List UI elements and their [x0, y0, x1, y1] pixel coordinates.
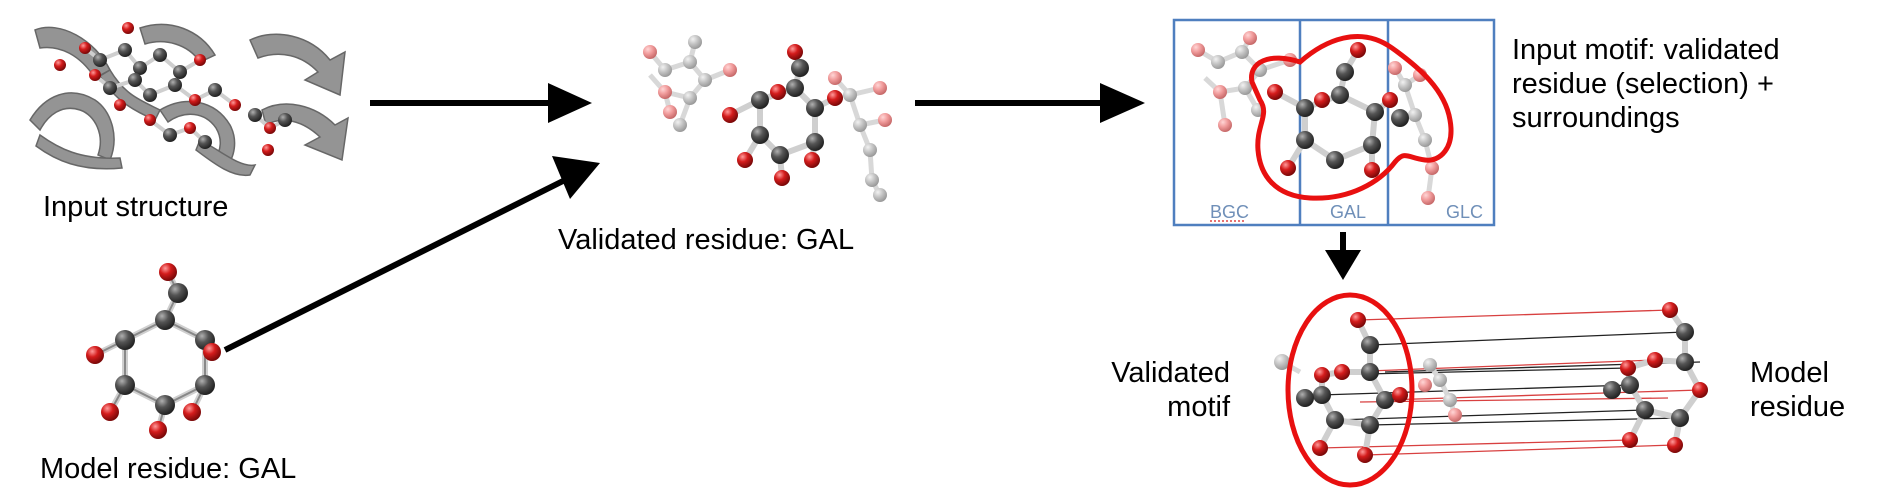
label-model-residue-right: Model residue: [1750, 356, 1845, 424]
protein-ligand-atoms: [54, 22, 292, 156]
motif-segment-bgc: BGC: [1210, 202, 1249, 222]
label-input-structure: Input structure: [43, 191, 229, 223]
model-residue-image: [86, 263, 221, 439]
label-model-residue: Model residue: GAL: [40, 453, 297, 485]
faded-neighbour-left: [648, 41, 731, 126]
label-input-motif: Input motif: validated residue (selectio…: [1512, 33, 1780, 135]
label-input-motif-line1: Input motif: validated: [1512, 34, 1780, 66]
superposition-lines: [1319, 309, 1701, 456]
arrow-motif-to-superposition: [1325, 232, 1361, 280]
selection-outline: [1249, 33, 1454, 201]
label-input-motif-line3: surroundings: [1512, 102, 1680, 134]
arrow-model-to-residue: [223, 156, 600, 353]
validated-motif-selection: [1285, 292, 1415, 488]
motif-box-frame: [1172, 18, 1496, 227]
motif-segment-glc: GLC: [1446, 202, 1483, 222]
arrow-residue-to-motif: [915, 83, 1145, 123]
label-model-residue-right-line1: Model: [1750, 357, 1829, 389]
label-validated-motif-line2: motif: [1167, 391, 1230, 423]
label-validated-motif: Validated motif: [1070, 356, 1230, 424]
label-input-motif-line2: residue (selection) +: [1512, 68, 1774, 100]
input-structure-image: [29, 22, 349, 177]
motif-segment-gal: GAL: [1330, 202, 1366, 222]
validated-residue-image: [643, 35, 892, 202]
label-model-residue-right-line2: residue: [1750, 391, 1846, 423]
protein-ribbon: [29, 23, 349, 177]
label-validated-motif-line1: Validated: [1111, 357, 1230, 389]
superposition-image: [1274, 292, 1708, 488]
arrow-structure-to-residue: [370, 83, 592, 123]
label-validated-residue: Validated residue: GAL: [558, 224, 855, 256]
arrows: [223, 83, 1361, 353]
input-motif-box: BGC GAL GLC: [1172, 18, 1496, 227]
